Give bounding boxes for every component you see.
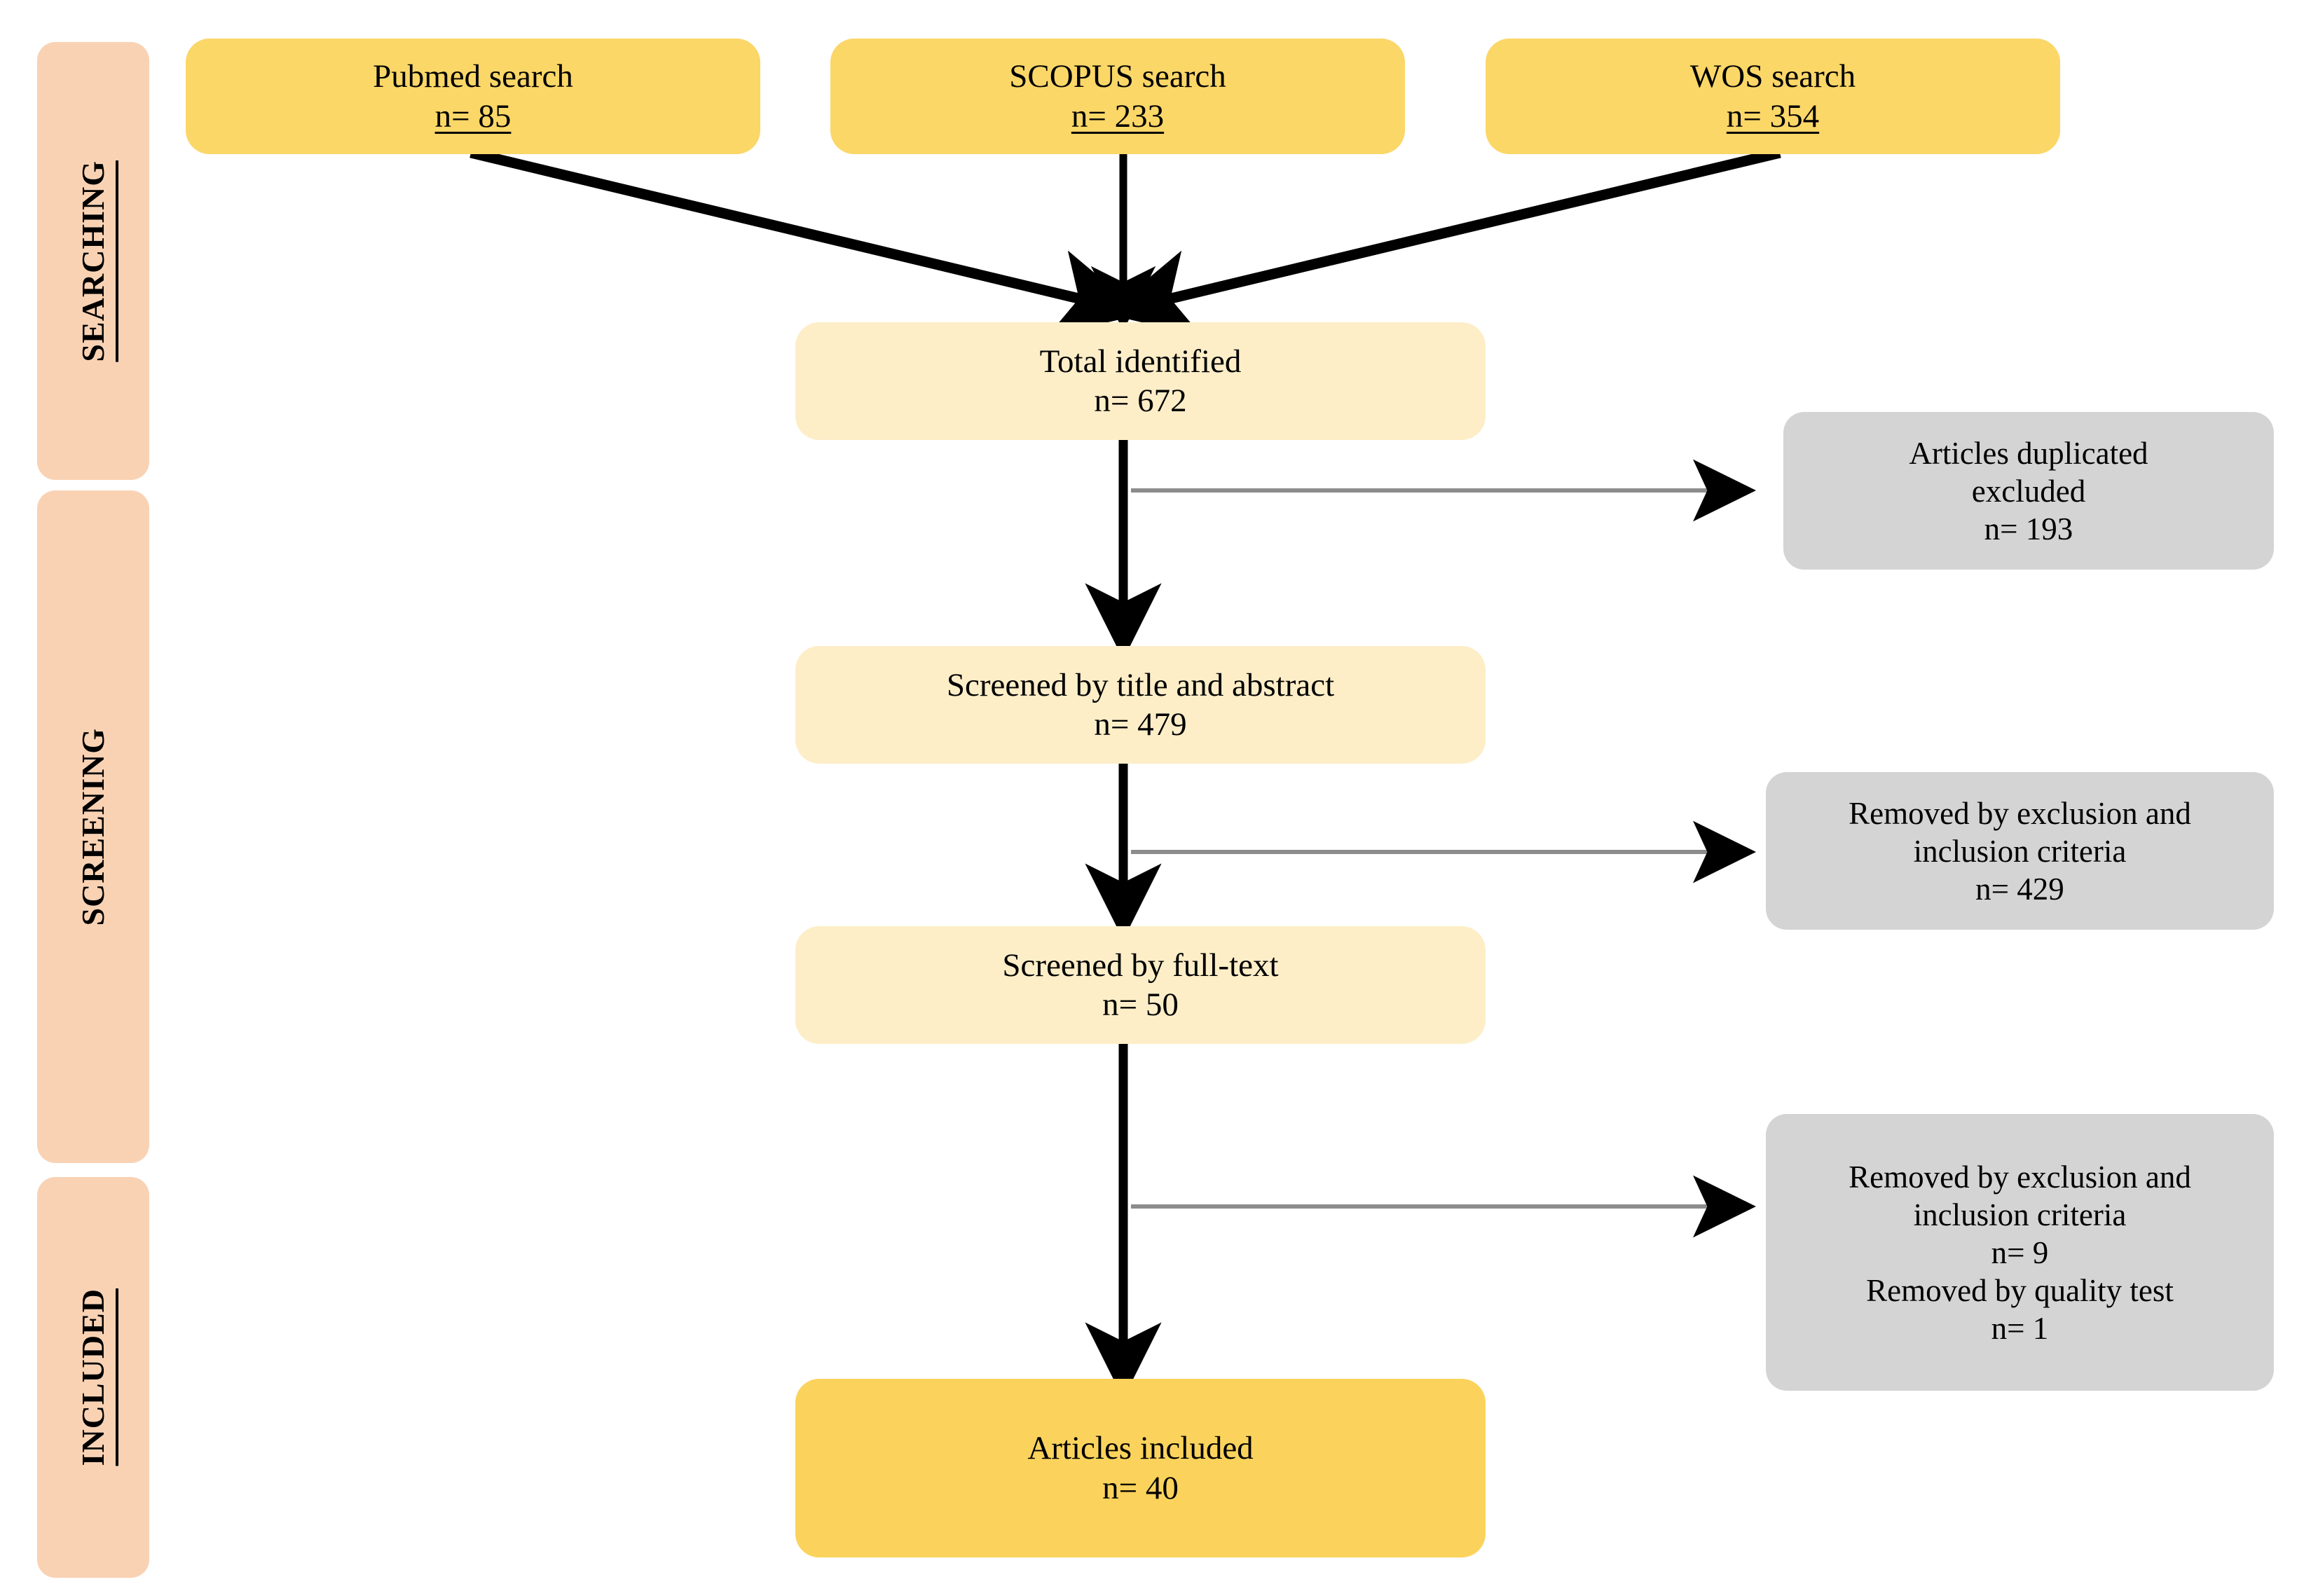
stage-label-included: INCLUDED <box>75 1288 111 1466</box>
result-articles-included-count: n= 40 <box>1102 1469 1179 1506</box>
arrow-wos-to-identified <box>1106 147 1781 337</box>
excluded-quality-test-line: Removed by quality test <box>1866 1272 2174 1308</box>
source-wos-name: WOS search <box>1689 58 1856 95</box>
flow-screened-title-abstract-count: n= 479 <box>1094 706 1187 743</box>
flow-box-screened-full-text[interactable]: Screened by full-text n= 50 <box>795 926 1486 1044</box>
excluded-duplicates-line-2: excluded <box>1971 473 2086 509</box>
source-box-pubmed[interactable]: Pubmed search n= 85 <box>186 39 760 154</box>
excluded-criteria-screening-line-1: Removed by exclusion and <box>1849 795 2191 831</box>
source-box-wos[interactable]: WOS search n= 354 <box>1486 39 2060 154</box>
source-scopus-name: SCOPUS search <box>1009 58 1226 95</box>
source-pubmed-name: Pubmed search <box>373 58 573 95</box>
excluded-box-criteria-screening[interactable]: Removed by exclusion and inclusion crite… <box>1766 772 2274 930</box>
excluded-box-duplicates[interactable]: Articles duplicated excluded n= 193 <box>1783 412 2274 570</box>
exclusion-branch-arrows <box>1131 459 1756 1238</box>
stage-label-screening: SCREENING <box>75 727 111 926</box>
result-box-articles-included[interactable]: Articles included n= 40 <box>795 1379 1486 1557</box>
stage-bar-searching: SEARCHING <box>37 42 149 480</box>
excluded-criteria-screening-line-2: inclusion criteria <box>1913 833 2127 869</box>
stage-bar-screening: SCREENING <box>37 490 149 1163</box>
excluded-criteria-screening-count: n= 429 <box>1975 871 2064 907</box>
flow-screened-full-text-name: Screened by full-text <box>1002 947 1279 984</box>
excluded-criteria-quality-line-2: inclusion criteria <box>1913 1197 2127 1232</box>
flow-screened-full-text-count: n= 50 <box>1102 986 1179 1023</box>
flow-total-identified-count: n= 672 <box>1094 383 1187 419</box>
flow-screened-title-abstract-name: Screened by title and abstract <box>946 666 1335 703</box>
excluded-quality-test-count: n= 1 <box>1991 1310 2049 1346</box>
stage-bar-included: INCLUDED <box>37 1177 149 1578</box>
excluded-duplicates-count: n= 193 <box>1984 511 2073 546</box>
source-wos-count: n= 354 <box>1726 97 1820 135</box>
flow-total-identified-name: Total identified <box>1039 343 1242 380</box>
stage-label-searching: SEARCHING <box>75 160 111 362</box>
converging-arrows <box>469 147 1781 337</box>
flow-box-total-identified[interactable]: Total identified n= 672 <box>795 322 1486 440</box>
excluded-criteria-quality-line-1: Removed by exclusion and <box>1849 1159 2191 1195</box>
source-pubmed-count: n= 85 <box>434 97 512 135</box>
flow-box-screened-title-abstract[interactable]: Screened by title and abstract n= 479 <box>795 646 1486 764</box>
excluded-duplicates-line-1: Articles duplicated <box>1909 435 2148 471</box>
result-articles-included-name: Articles included <box>1027 1430 1254 1467</box>
excluded-box-criteria-quality[interactable]: Removed by exclusion and inclusion crite… <box>1766 1114 2274 1391</box>
source-box-scopus[interactable]: SCOPUS search n= 233 <box>830 39 1405 154</box>
source-scopus-count: n= 233 <box>1071 97 1165 135</box>
excluded-criteria-quality-count-1: n= 9 <box>1991 1234 2049 1270</box>
arrow-pubmed-to-identified <box>469 147 1144 337</box>
